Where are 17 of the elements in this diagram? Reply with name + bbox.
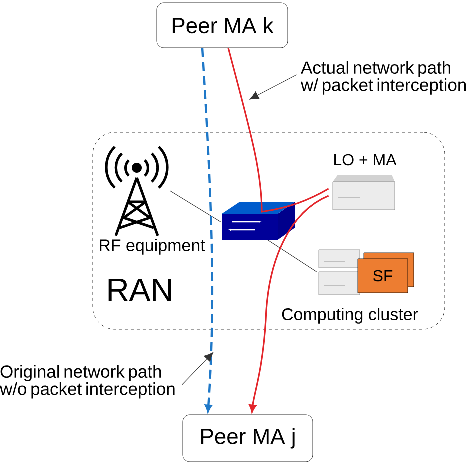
- leader-line: [250, 74, 298, 100]
- peer-box: Peer MA k: [156, 2, 288, 48]
- device-label: RF equipment: [100, 239, 206, 255]
- peer-box: Peer MA j: [182, 414, 314, 462]
- network-path: [249, 195, 330, 413]
- network-path: [228, 48, 330, 213]
- switch-drawing: [222, 202, 295, 240]
- region-label: RAN: [108, 279, 172, 301]
- function-box: SF: [358, 252, 414, 294]
- leader-line: [182, 352, 214, 386]
- callout-text: Actual network path w/ packet interception: [300, 61, 466, 95]
- device-label: LO + MA: [334, 154, 397, 166]
- callout-text: Original network path w/o packet interception: [0, 365, 175, 399]
- link-line: [170, 190, 222, 222]
- device-label: Computing cluster: [282, 308, 418, 324]
- network-path: [201, 48, 214, 412]
- link-line: [268, 240, 318, 272]
